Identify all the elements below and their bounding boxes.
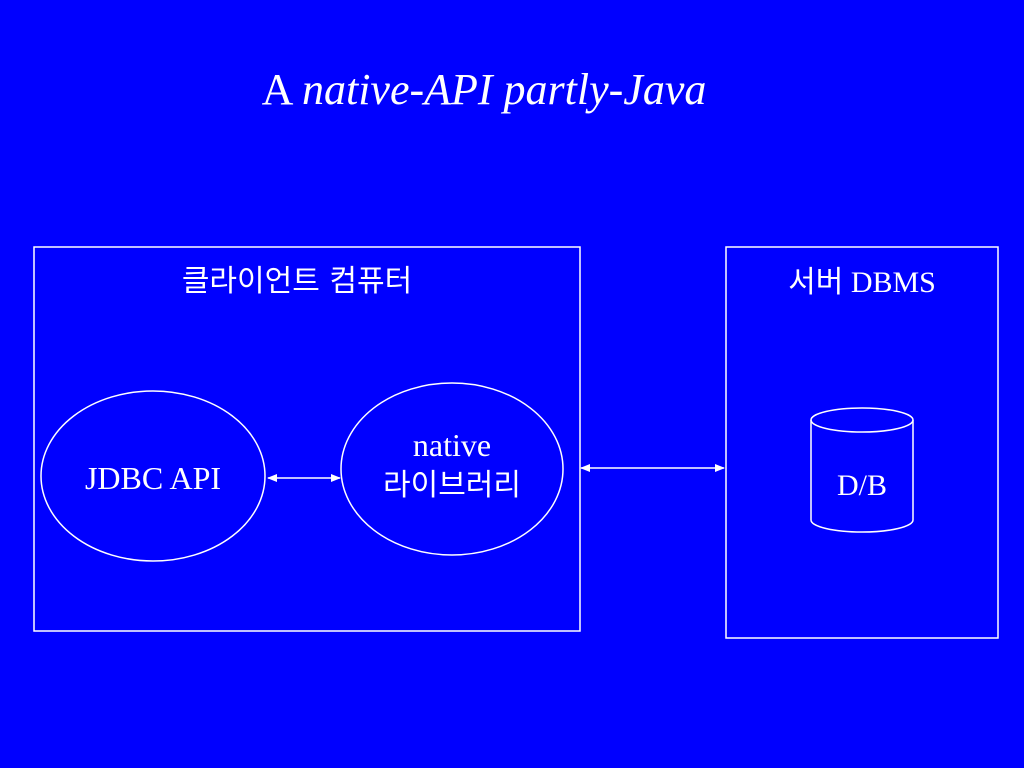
server-label-korean: 서버 — [788, 265, 844, 300]
server-dbms-label: 서버 DBMS — [736, 263, 988, 303]
slide-title: A native-API partly-Java — [0, 62, 968, 118]
database-cylinder-icon — [810, 407, 914, 533]
server-dbms-box — [725, 246, 999, 639]
server-label-product: DBMS — [850, 266, 936, 299]
native-library-label-line2: 라이브러리 — [383, 468, 521, 503]
jdbc-api-ellipse — [40, 390, 266, 562]
database-label: D/B — [836, 469, 887, 502]
client-computer-label: 클라이언트 컴퓨터 — [181, 264, 413, 299]
title-emphasis: native-API partly-Java — [301, 65, 707, 114]
client-computer-box — [33, 246, 581, 632]
native-library-ellipse — [340, 382, 564, 556]
jdbc-api-label: JDBC API — [84, 460, 222, 496]
native-library-label-line1: native — [412, 427, 492, 463]
title-prefix: A — [261, 65, 302, 114]
